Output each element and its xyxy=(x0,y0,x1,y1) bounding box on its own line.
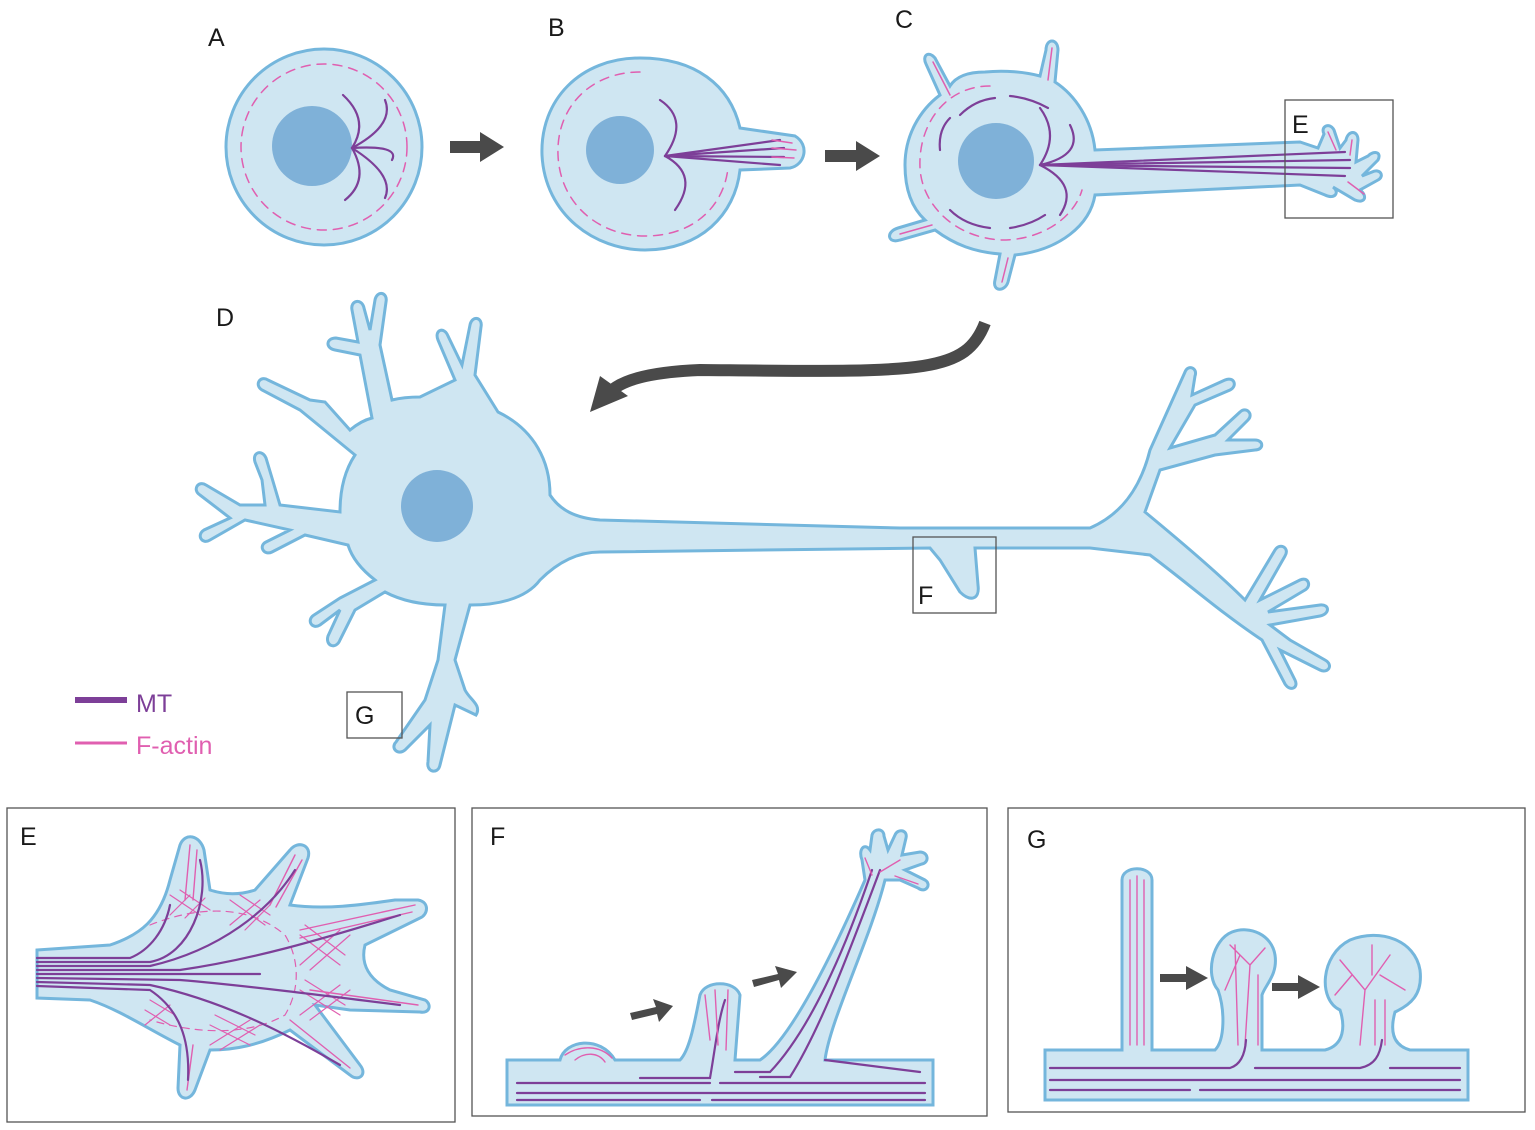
panel-g-label: G xyxy=(1027,826,1046,854)
dendrite-microtubules xyxy=(1048,1038,1462,1092)
panel-g-arrow-1 xyxy=(1160,966,1208,990)
inset-box-f xyxy=(912,536,997,614)
stage-a-nucleus xyxy=(272,106,352,186)
growth-cone-outline xyxy=(35,835,431,1100)
stage-c-nucleus xyxy=(958,123,1034,199)
legend-mt-label: MT xyxy=(136,690,172,718)
panel-e-label: E xyxy=(20,823,37,851)
growth-cone-microtubules xyxy=(35,858,402,1082)
panel-g-frame xyxy=(1007,807,1526,1113)
inset-label-e: E xyxy=(1292,111,1309,139)
panel-f-label: F xyxy=(490,823,505,851)
stage-c-actin-ring xyxy=(919,85,1083,241)
panel-f-frame xyxy=(471,807,988,1117)
stage-c-filopodia-actin xyxy=(899,47,1365,283)
stage-d xyxy=(194,292,1331,773)
panel-c-label: C xyxy=(895,6,913,34)
stage-b xyxy=(540,56,806,252)
arrow-b-to-c xyxy=(825,141,880,171)
legend-actin-label: F-actin xyxy=(136,732,212,760)
stage-b-microtubules xyxy=(658,98,786,212)
panel-e: E xyxy=(6,807,456,1123)
inset-box-g xyxy=(346,691,403,739)
panel-f-arrow-1 xyxy=(630,999,673,1022)
stage-a-actin-ring xyxy=(240,63,408,231)
growth-cone-actin-arc xyxy=(149,910,297,1032)
neuron-nucleus xyxy=(401,470,473,542)
stage-c xyxy=(888,39,1383,291)
inset-label-g: G xyxy=(355,702,374,730)
stage-a-microtubules xyxy=(341,93,395,202)
stage-b-nucleus xyxy=(586,116,654,184)
axon-branch-outline xyxy=(505,828,935,1107)
spine-actin xyxy=(1129,875,1406,1046)
panel-b-label: B xyxy=(548,14,565,42)
stage-a xyxy=(224,47,424,247)
dendrite-spines-outline xyxy=(1043,867,1470,1102)
panel-g-arrow-2 xyxy=(1272,975,1320,999)
inset-box-e xyxy=(1284,99,1394,219)
arrow-c-to-d xyxy=(590,320,991,412)
panel-d-label: D xyxy=(216,304,234,332)
legend: MT F-actin xyxy=(75,690,212,760)
panel-f-arrow-2 xyxy=(752,966,797,988)
stage-b-actin-ring xyxy=(557,71,729,237)
panel-e-frame xyxy=(6,807,456,1123)
branch-actin xyxy=(564,857,919,1063)
growth-cone-actin-mesh xyxy=(144,889,351,1051)
panel-a-label: A xyxy=(208,24,225,52)
inset-label-f: F xyxy=(918,582,933,610)
neuron-outline xyxy=(194,292,1331,773)
stage-b-tip-actin xyxy=(771,139,797,159)
panel-g: G xyxy=(1007,807,1526,1113)
stage-c-microtubules xyxy=(938,94,1352,230)
axon-microtubules xyxy=(515,868,927,1102)
arrow-a-to-b xyxy=(450,132,504,162)
panel-f: F xyxy=(471,807,988,1117)
